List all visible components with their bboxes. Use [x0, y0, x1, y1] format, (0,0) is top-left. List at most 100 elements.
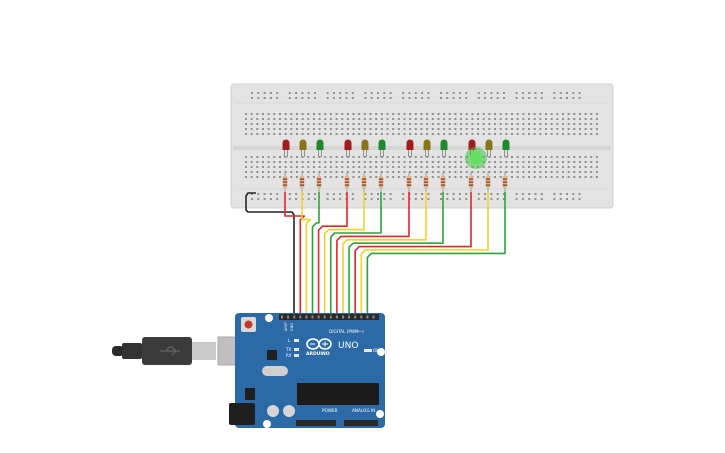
- breadboard-hole[interactable]: [559, 92, 562, 94]
- breadboard-hole[interactable]: [301, 92, 304, 94]
- breadboard-hole[interactable]: [414, 128, 417, 130]
- breadboard-hole[interactable]: [273, 128, 276, 130]
- breadboard-hole[interactable]: [440, 198, 442, 200]
- breadboard-hole[interactable]: [561, 123, 564, 125]
- breadboard-hole[interactable]: [414, 118, 417, 120]
- breadboard-hole[interactable]: [386, 176, 389, 178]
- breadboard-hole[interactable]: [544, 118, 547, 120]
- breadboard-hole[interactable]: [477, 198, 480, 200]
- breadboard-hole[interactable]: [261, 133, 264, 135]
- breadboard-hole[interactable]: [522, 156, 525, 158]
- breadboard-hole[interactable]: [389, 198, 392, 200]
- breadboard-hole[interactable]: [448, 176, 451, 178]
- breadboard-hole[interactable]: [301, 128, 304, 130]
- breadboard-hole[interactable]: [363, 113, 366, 115]
- breadboard-hole[interactable]: [250, 156, 253, 158]
- breadboard-hole[interactable]: [346, 171, 349, 173]
- breadboard-hole[interactable]: [250, 171, 253, 173]
- breadboard-hole[interactable]: [567, 171, 570, 173]
- breadboard-hole[interactable]: [318, 166, 321, 168]
- breadboard-hole[interactable]: [561, 166, 564, 168]
- breadboard-hole[interactable]: [284, 133, 287, 135]
- breadboard-hole[interactable]: [256, 118, 259, 120]
- led-yellow[interactable]: [485, 139, 493, 151]
- breadboard-hole[interactable]: [314, 92, 316, 94]
- breadboard-hole[interactable]: [550, 118, 553, 120]
- wire[interactable]: [366, 192, 506, 316]
- breadboard-hole[interactable]: [503, 92, 505, 94]
- breadboard-hole[interactable]: [397, 171, 400, 173]
- breadboard-hole[interactable]: [477, 193, 480, 195]
- breadboard-hole[interactable]: [516, 176, 519, 178]
- breadboard-hole[interactable]: [341, 156, 344, 158]
- breadboard-hole[interactable]: [566, 193, 568, 195]
- breadboard-hole[interactable]: [550, 128, 553, 130]
- breadboard-hole[interactable]: [595, 156, 598, 158]
- breadboard-hole[interactable]: [397, 176, 400, 178]
- breadboard-hole[interactable]: [511, 123, 514, 125]
- breadboard-hole[interactable]: [460, 161, 463, 163]
- breadboard-hole[interactable]: [295, 156, 298, 158]
- breadboard-hole[interactable]: [533, 128, 536, 130]
- breadboard-hole[interactable]: [329, 123, 332, 125]
- led-red[interactable]: [344, 139, 352, 151]
- breadboard-hole[interactable]: [443, 161, 446, 163]
- breadboard-hole[interactable]: [250, 128, 253, 130]
- breadboard-hole[interactable]: [273, 171, 276, 173]
- breadboard-hole[interactable]: [515, 92, 518, 94]
- breadboard-hole[interactable]: [452, 198, 455, 200]
- breadboard-hole[interactable]: [257, 198, 260, 200]
- breadboard-hole[interactable]: [590, 123, 593, 125]
- breadboard-hole[interactable]: [528, 156, 530, 158]
- breadboard-hole[interactable]: [460, 171, 463, 173]
- breadboard-hole[interactable]: [584, 176, 587, 178]
- breadboard-hole[interactable]: [556, 113, 559, 115]
- breadboard-hole[interactable]: [477, 133, 480, 135]
- breadboard-hole[interactable]: [567, 133, 570, 135]
- digital-pin[interactable]: [311, 315, 314, 319]
- breadboard-hole[interactable]: [567, 176, 570, 178]
- breadboard-hole[interactable]: [578, 97, 581, 99]
- breadboard-hole[interactable]: [595, 171, 598, 173]
- breadboard-hole[interactable]: [358, 133, 361, 135]
- breadboard-hole[interactable]: [329, 128, 332, 130]
- breadboard-hole[interactable]: [426, 113, 429, 115]
- breadboard-hole[interactable]: [267, 133, 270, 135]
- breadboard-hole[interactable]: [329, 118, 332, 120]
- breadboard-hole[interactable]: [364, 97, 367, 99]
- breadboard-hole[interactable]: [314, 97, 316, 99]
- breadboard-hole[interactable]: [426, 123, 429, 125]
- breadboard-hole[interactable]: [301, 133, 304, 135]
- breadboard-hole[interactable]: [383, 92, 386, 94]
- breadboard-hole[interactable]: [392, 113, 395, 115]
- breadboard-hole[interactable]: [550, 166, 553, 168]
- breadboard-hole[interactable]: [278, 171, 281, 173]
- breadboard-hole[interactable]: [335, 113, 338, 115]
- breadboard-hole[interactable]: [295, 113, 298, 115]
- breadboard-hole[interactable]: [301, 97, 304, 99]
- breadboard-hole[interactable]: [341, 118, 344, 120]
- breadboard-hole[interactable]: [533, 166, 536, 168]
- digital-pin[interactable]: [317, 315, 320, 319]
- breadboard-hole[interactable]: [273, 123, 276, 125]
- breadboard-hole[interactable]: [494, 133, 497, 135]
- breadboard-hole[interactable]: [440, 97, 442, 99]
- breadboard-hole[interactable]: [448, 123, 451, 125]
- breadboard-hole[interactable]: [250, 166, 253, 168]
- breadboard-hole[interactable]: [505, 161, 508, 163]
- breadboard-hole[interactable]: [578, 166, 581, 168]
- usb-cable[interactable]: [112, 337, 216, 365]
- breadboard-hole[interactable]: [528, 166, 530, 168]
- breadboard-hole[interactable]: [553, 198, 556, 200]
- breadboard-hole[interactable]: [528, 171, 530, 173]
- breadboard-hole[interactable]: [477, 92, 480, 94]
- breadboard-hole[interactable]: [245, 176, 247, 178]
- breadboard-hole[interactable]: [534, 193, 537, 195]
- breadboard-hole[interactable]: [437, 118, 440, 120]
- breadboard-hole[interactable]: [267, 128, 270, 130]
- breadboard-hole[interactable]: [528, 133, 530, 135]
- breadboard-hole[interactable]: [578, 161, 581, 163]
- breadboard-hole[interactable]: [301, 118, 304, 120]
- breadboard-hole[interactable]: [460, 128, 463, 130]
- wire[interactable]: [342, 192, 427, 316]
